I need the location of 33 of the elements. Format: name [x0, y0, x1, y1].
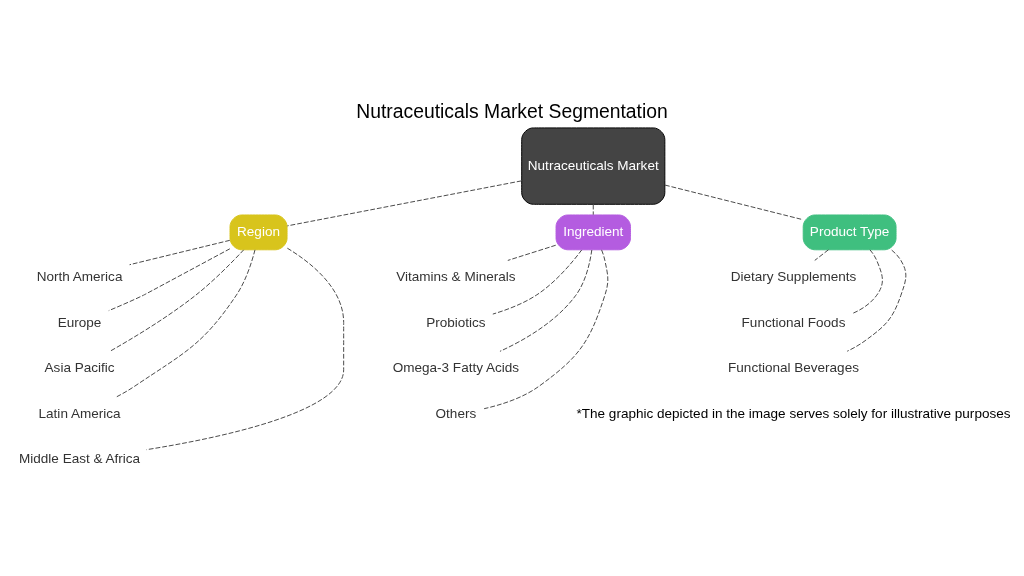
label: *The graphic depicted in the image serves solely for illustrative purposes — [576, 405, 1011, 421]
node-text: Asia Pacific — [44, 360, 115, 376]
node-text: Functional Beverages — [728, 360, 859, 376]
node-text: Others — [435, 405, 477, 421]
node-text: Vitamins & Minerals — [396, 269, 516, 285]
node-text: Probiotics — [426, 314, 486, 330]
node-text: Europe — [57, 314, 102, 330]
connector — [286, 180, 522, 227]
connector — [109, 249, 245, 352]
node-text: Dietary Supplements — [730, 269, 857, 285]
node-text: North America — [36, 269, 123, 285]
node-text: Omega-3 Fatty Acids — [392, 360, 520, 376]
node-text: Latin America — [38, 405, 121, 421]
node-box: Nutraceuticals Market — [521, 127, 666, 205]
connector — [592, 204, 594, 216]
connector — [146, 247, 345, 451]
node-text: Functional Foods — [741, 314, 846, 330]
node-text: Middle East & Africa — [19, 451, 141, 467]
connector — [129, 239, 231, 266]
connector — [499, 249, 593, 352]
connector — [116, 249, 256, 398]
node-box: Region — [229, 214, 288, 251]
connector — [851, 249, 883, 315]
diagram-title: Nutraceuticals Market Segmentation — [356, 100, 668, 123]
connector — [846, 249, 907, 352]
connector — [108, 248, 231, 312]
node-box: Product Type — [802, 214, 897, 251]
connector — [664, 184, 804, 221]
connector — [492, 249, 583, 315]
node-box: Ingredient — [555, 214, 631, 251]
connector — [814, 249, 829, 261]
connector — [507, 244, 557, 261]
connector — [483, 249, 609, 410]
